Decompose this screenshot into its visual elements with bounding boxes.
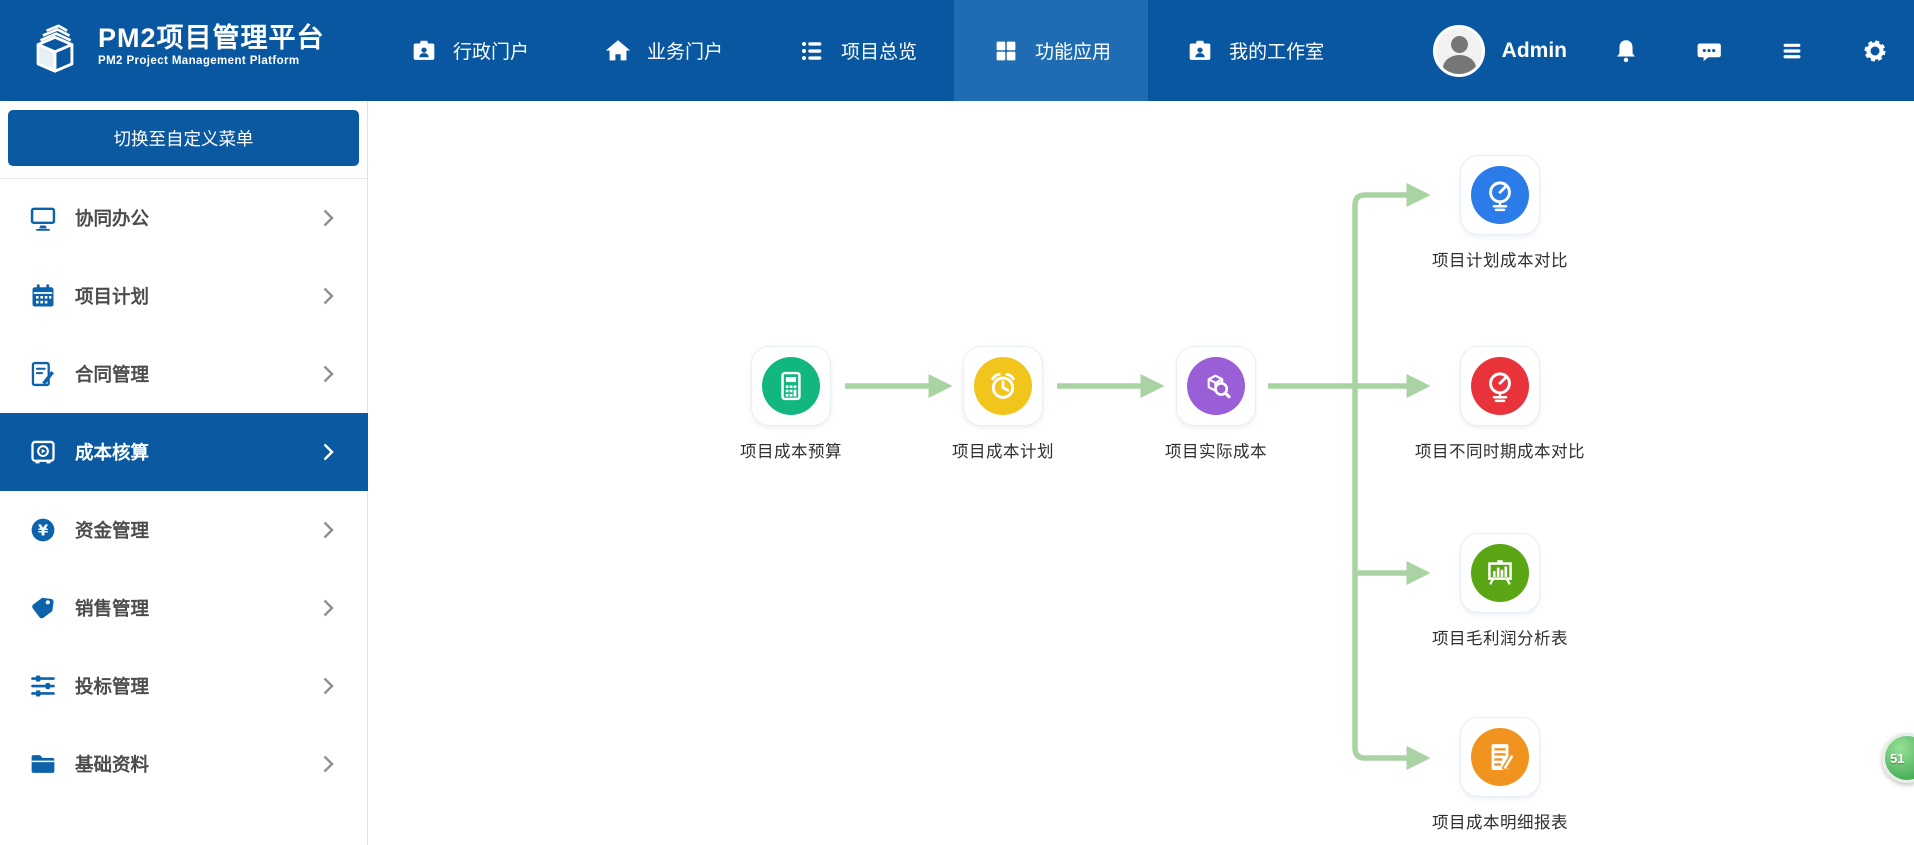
sidebar-divider bbox=[0, 178, 368, 179]
flow-node-label: 项目成本计划 bbox=[952, 443, 1054, 461]
hamburger-menu-icon bbox=[1783, 43, 1801, 58]
safe-icon bbox=[31, 440, 55, 464]
home-icon bbox=[605, 39, 631, 60]
flow-node-label: 项目成本明细报表 bbox=[1432, 814, 1568, 832]
nav-item-admin-portal[interactable]: 行政门户 bbox=[372, 0, 566, 101]
app-subtitle: PM2 Project Management Platform bbox=[98, 55, 300, 67]
nav-item-business-portal[interactable]: 业务门户 bbox=[566, 0, 760, 101]
flow-node-label: 项目成本预算 bbox=[740, 443, 842, 461]
app-logo[interactable]: PM2项目管理平台 PM2 Project Management Platfor… bbox=[26, 12, 325, 76]
flow-node-label: 项目实际成本 bbox=[1165, 443, 1267, 461]
yen-icon: ¥ bbox=[31, 518, 55, 542]
gauge-icon bbox=[1471, 166, 1529, 224]
top-navigation-bar: PM2项目管理平台 PM2 Project Management Platfor… bbox=[0, 0, 1914, 101]
flow-node-cost-plan[interactable] bbox=[963, 346, 1043, 426]
svg-text:¥: ¥ bbox=[38, 521, 49, 539]
notifications-button[interactable] bbox=[1609, 34, 1643, 68]
switch-custom-menu-button[interactable]: 切换至自定义菜单 bbox=[8, 110, 359, 166]
chevron-right-icon bbox=[323, 521, 334, 539]
floating-badge-label: 51 bbox=[1890, 750, 1905, 766]
sidebar-item-contract-mgmt[interactable]: 合同管理 bbox=[0, 335, 368, 413]
sidebar-item-project-plan[interactable]: 项目计划 bbox=[0, 257, 368, 335]
calendar-icon bbox=[32, 284, 54, 307]
sidebar-item-fund-mgmt[interactable]: ¥ 资金管理 bbox=[0, 491, 368, 569]
chevron-right-icon bbox=[323, 443, 334, 461]
bell-icon bbox=[1617, 39, 1635, 62]
sidebar-item-label: 合同管理 bbox=[75, 364, 150, 385]
sidebar-item-collab-office[interactable]: 协同办公 bbox=[0, 179, 368, 257]
nav-item-label: 功能应用 bbox=[1035, 42, 1112, 63]
contract-icon bbox=[31, 361, 54, 387]
sidebar-item-label: 成本核算 bbox=[75, 442, 150, 463]
sliders-icon bbox=[31, 675, 55, 697]
app-title: PM2项目管理平台 bbox=[98, 23, 325, 53]
chevron-right-icon bbox=[323, 677, 334, 695]
badge-icon bbox=[413, 40, 435, 60]
sidebar-item-label: 投标管理 bbox=[75, 676, 150, 697]
sidebar-item-label: 项目计划 bbox=[75, 286, 150, 307]
chevron-right-icon bbox=[323, 365, 334, 383]
flow-node-plan-cost-compare[interactable] bbox=[1460, 155, 1540, 235]
main-nav: 行政门户 业务门户 项目总览 功能应用 我的工作室 bbox=[372, 0, 1361, 101]
flow-node-label: 项目毛利润分析表 bbox=[1432, 630, 1568, 648]
report-pen-icon bbox=[1471, 728, 1529, 786]
menu-button[interactable] bbox=[1775, 34, 1809, 68]
sidebar-menu: 协同办公 项目计划 合同管理 成本核算 ¥ 资金管理 销售管理 bbox=[0, 179, 368, 803]
nav-item-label: 行政门户 bbox=[453, 42, 530, 63]
flow-node-period-cost-compare[interactable] bbox=[1460, 346, 1540, 426]
nav-item-my-workspace[interactable]: 我的工作室 bbox=[1148, 0, 1361, 101]
badge-icon bbox=[1189, 40, 1211, 60]
nav-item-project-overview[interactable]: 项目总览 bbox=[760, 0, 954, 101]
sidebar-item-label: 销售管理 bbox=[75, 598, 150, 619]
grid-icon bbox=[996, 41, 1016, 60]
flow-node-cost-detail-report[interactable] bbox=[1460, 717, 1540, 797]
messages-button[interactable] bbox=[1692, 34, 1726, 68]
nav-item-label: 项目总览 bbox=[841, 42, 918, 63]
gear-icon bbox=[1864, 39, 1886, 62]
sidebar-item-bidding-mgmt[interactable]: 投标管理 bbox=[0, 647, 368, 725]
tag-icon bbox=[32, 597, 54, 619]
sidebar-item-cost-accounting[interactable]: 成本核算 bbox=[0, 413, 368, 491]
sidebar: 切换至自定义菜单 协同办公 项目计划 合同管理 成本核算 ¥ 资金管理 bbox=[0, 101, 368, 845]
sidebar-item-label: 协同办公 bbox=[75, 208, 150, 229]
gauge-icon bbox=[1471, 357, 1529, 415]
flow-node-label: 项目计划成本对比 bbox=[1432, 252, 1568, 270]
folder-icon bbox=[31, 755, 55, 773]
settings-button[interactable] bbox=[1858, 34, 1892, 68]
topbar-user-area: Admin bbox=[1432, 0, 1892, 101]
chevron-right-icon bbox=[323, 209, 334, 227]
sidebar-item-sales-mgmt[interactable]: 销售管理 bbox=[0, 569, 368, 647]
cube-logo-icon bbox=[36, 24, 74, 73]
flow-node-gross-profit-analysis[interactable] bbox=[1460, 533, 1540, 613]
sidebar-item-basic-data[interactable]: 基础资料 bbox=[0, 725, 368, 803]
flow-node-label: 项目不同时期成本对比 bbox=[1415, 443, 1585, 461]
alarm-clock-icon bbox=[974, 357, 1032, 415]
flow-node-cost-budget[interactable] bbox=[751, 346, 831, 426]
chevron-right-icon bbox=[323, 287, 334, 305]
nav-item-label: 我的工作室 bbox=[1229, 42, 1325, 63]
chevron-right-icon bbox=[323, 599, 334, 617]
chat-bubble-icon bbox=[1697, 42, 1721, 61]
chevron-right-icon bbox=[323, 755, 334, 773]
nav-item-label: 业务门户 bbox=[647, 42, 724, 63]
sidebar-item-label: 基础资料 bbox=[75, 754, 150, 775]
user-name[interactable]: Admin bbox=[1501, 38, 1567, 62]
cube-search-icon bbox=[1187, 357, 1245, 415]
bar-chart-icon bbox=[1471, 544, 1529, 602]
avatar[interactable] bbox=[1432, 24, 1485, 77]
nav-item-function-apps[interactable]: 功能应用 bbox=[954, 0, 1149, 101]
calculator-icon bbox=[762, 357, 820, 415]
flow-node-actual-cost[interactable] bbox=[1176, 346, 1256, 426]
sidebar-item-label: 资金管理 bbox=[75, 520, 150, 541]
list-icon bbox=[802, 41, 822, 60]
monitor-icon bbox=[30, 207, 56, 231]
